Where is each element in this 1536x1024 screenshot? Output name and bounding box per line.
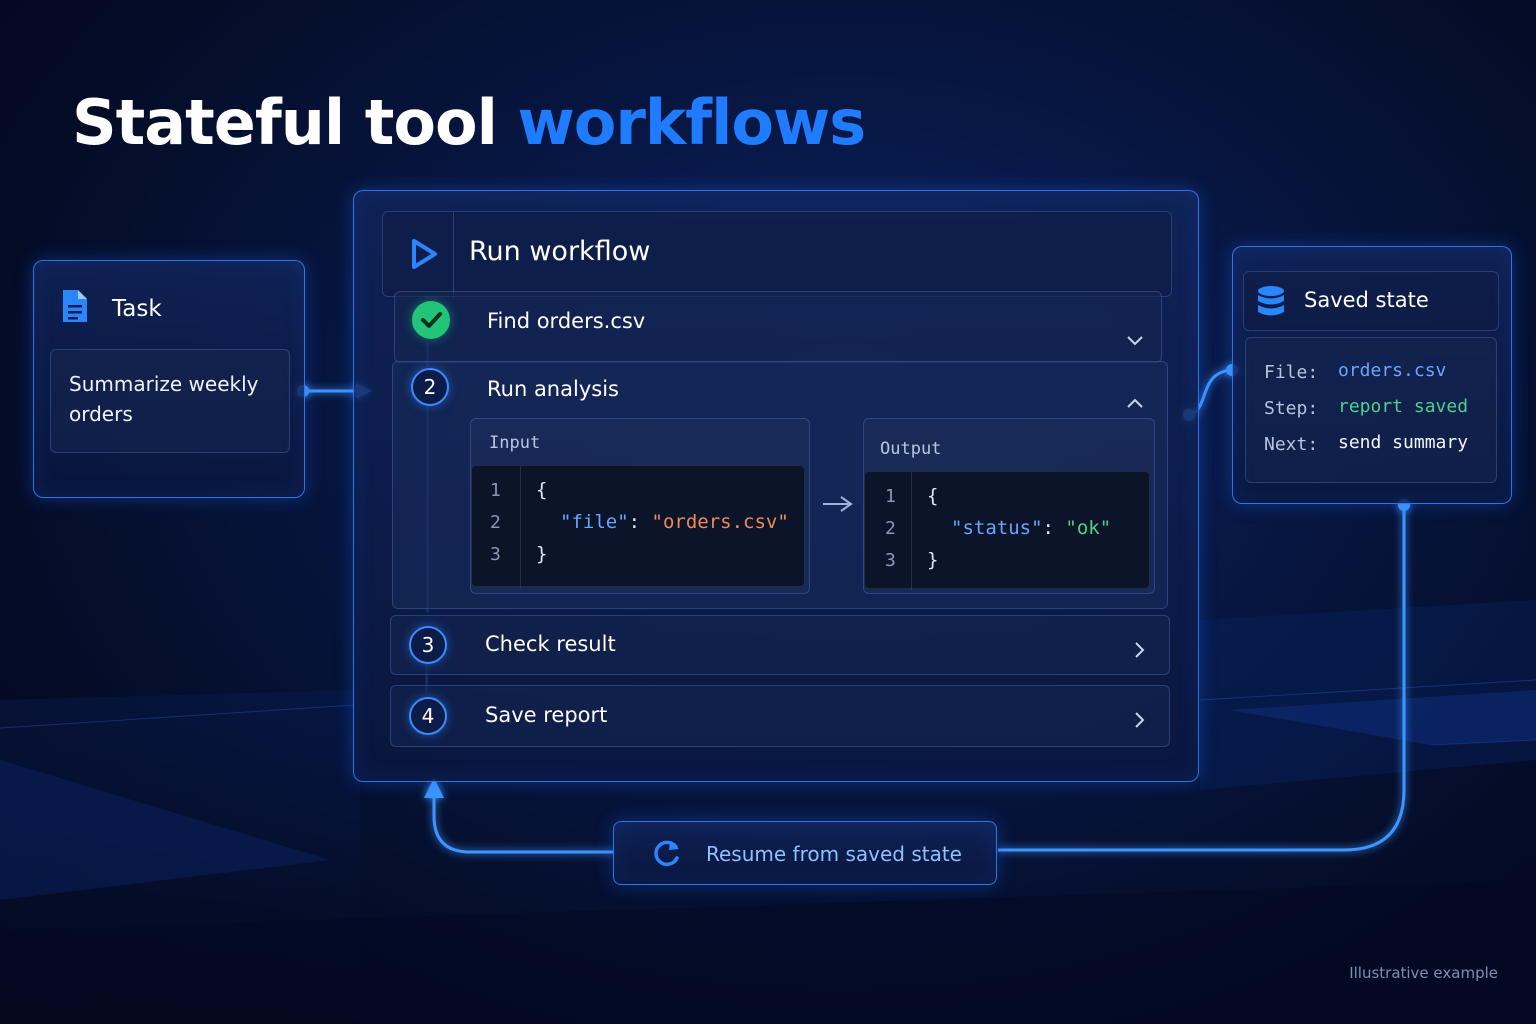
play-icon[interactable] [409, 238, 439, 270]
task-panel: Task Summarize weekly orders [33, 260, 305, 498]
input-key: "file" [560, 511, 629, 533]
step-3-label: Check result [485, 632, 616, 656]
input-label: Input [489, 433, 541, 453]
input-code-line: "file": "orders.csv" [560, 511, 789, 533]
step-2-number: 2 [411, 368, 449, 406]
saved-state-content-box: File: orders.csv Step: report saved Next… [1245, 337, 1497, 483]
step-2-label: Run analysis [487, 377, 619, 401]
workflow-header-divider [453, 212, 454, 298]
chevron-right-icon[interactable] [1133, 640, 1147, 660]
step-3-number: 3 [409, 626, 447, 664]
output-line-number-2: 2 [885, 518, 896, 539]
state-step-key: Step: [1264, 398, 1319, 419]
output-value: "ok" [1065, 517, 1112, 539]
output-code-line: "status": "ok" [951, 517, 1111, 539]
input-value: "orders.csv" [651, 511, 789, 533]
page-title: Stateful tool workflows [72, 92, 866, 154]
state-file-value: orders.csv [1338, 360, 1447, 381]
output-code-open: { [927, 485, 939, 507]
input-line-number-3: 3 [490, 544, 501, 565]
chevron-up-icon[interactable] [1125, 396, 1145, 410]
output-colon: : [1042, 517, 1054, 539]
output-code-close: } [927, 549, 939, 571]
chevron-down-icon[interactable] [1125, 334, 1145, 348]
step-2-card: 2 Run analysis Input 1 2 3 { "file": "or… [392, 361, 1168, 609]
output-block: Output 1 2 3 { "status": "ok" } [863, 418, 1155, 594]
task-content-box: Summarize weekly orders [50, 349, 290, 453]
input-code-open: { [536, 479, 548, 501]
saved-state-header-bar: Saved state [1243, 271, 1499, 331]
saved-state-panel: Saved state File: orders.csv Step: repor… [1232, 246, 1512, 504]
input-code-editor: 1 2 3 { "file": "orders.csv" } [471, 465, 805, 588]
workflow-header-bar: Run workflow [382, 211, 1172, 298]
step-1-label: Find orders.csv [487, 309, 646, 333]
input-code-close: } [536, 543, 548, 565]
output-code-editor: 1 2 3 { "status": "ok" } [864, 471, 1150, 590]
input-gutter-divider [520, 466, 521, 588]
database-icon [1258, 286, 1284, 316]
task-text-line1: Summarize weekly [69, 372, 259, 396]
step-3-row[interactable]: 3 Check result [390, 615, 1170, 675]
output-key: "status" [951, 517, 1043, 539]
arrow-right-icon [823, 496, 853, 512]
step-1-row[interactable]: Find orders.csv [394, 291, 1162, 363]
step-4-label: Save report [485, 703, 608, 727]
chevron-right-icon[interactable] [1133, 710, 1147, 730]
title-accent: workflows [517, 86, 866, 159]
step-4-number: 4 [409, 697, 447, 735]
workflow-header-title: Run workflow [469, 236, 651, 267]
workflow-panel: Run workflow Find orders.csv 2 Run analy… [353, 190, 1199, 782]
state-file-key: File: [1264, 362, 1319, 383]
saved-state-header: Saved state [1304, 288, 1429, 312]
resume-button-label: Resume from saved state [706, 842, 962, 866]
state-next-value: send summary [1338, 432, 1469, 453]
input-line-number-2: 2 [490, 512, 501, 533]
document-icon [63, 290, 87, 322]
refresh-icon [654, 840, 679, 867]
task-text-line2: orders [69, 402, 133, 426]
input-colon: : [628, 511, 641, 533]
input-line-number-1: 1 [490, 480, 501, 501]
output-label: Output [880, 439, 942, 459]
state-step-value: report saved [1338, 396, 1469, 417]
output-line-number-1: 1 [885, 486, 896, 507]
task-header: Task [112, 296, 162, 322]
footnote: Illustrative example [1349, 964, 1498, 982]
resume-button[interactable]: Resume from saved state [613, 821, 997, 885]
state-next-key: Next: [1264, 434, 1319, 455]
title-main: Stateful tool [72, 86, 498, 159]
input-block: Input 1 2 3 { "file": "orders.csv" } [470, 418, 810, 594]
step-4-row[interactable]: 4 Save report [390, 685, 1170, 747]
output-line-number-3: 3 [885, 550, 896, 571]
output-gutter-divider [911, 472, 912, 590]
checkmark-icon [412, 301, 450, 339]
